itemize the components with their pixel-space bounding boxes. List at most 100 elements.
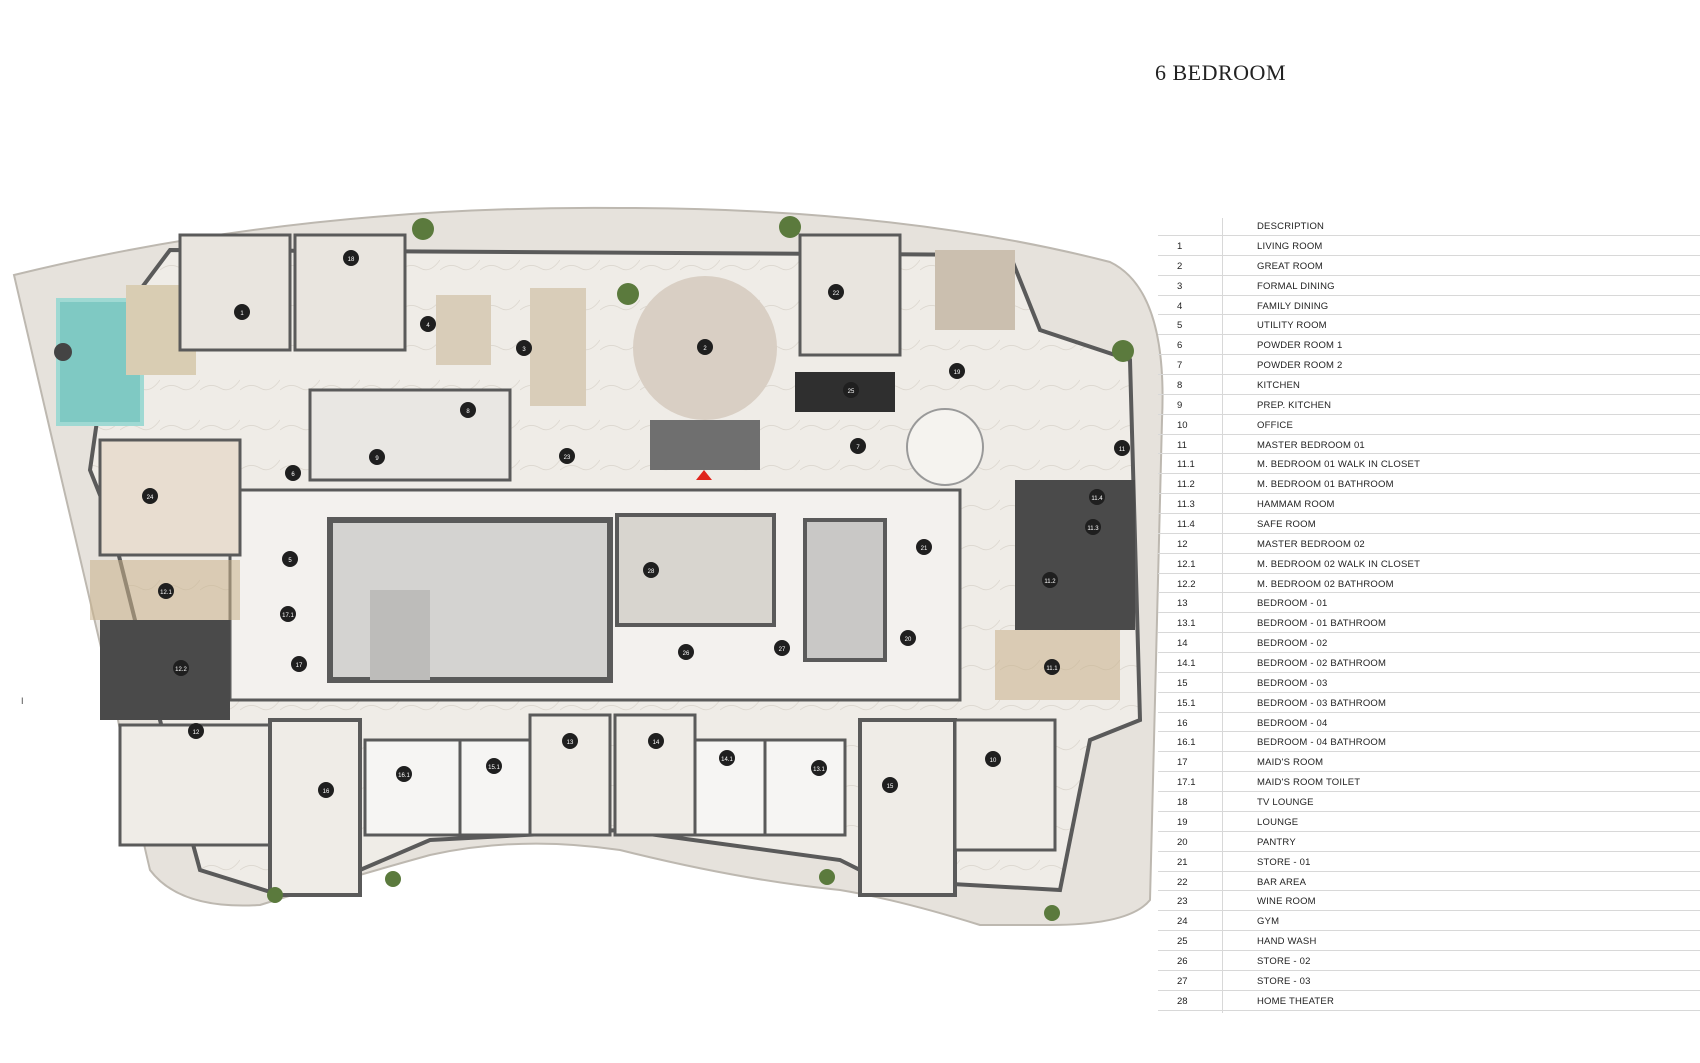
room-marker: 1: [234, 304, 250, 320]
bath-13-1: [763, 738, 847, 837]
svg-text:19: 19: [954, 370, 961, 376]
legend-label: M. BEDROOM 01 WALK IN CLOSET: [1257, 459, 1421, 471]
legend-number: 1: [1177, 241, 1183, 252]
room-marker: 23: [559, 448, 575, 464]
legend-label: BEDROOM - 01: [1257, 598, 1328, 610]
room-marker: 15.1: [486, 758, 502, 774]
legend-number: 16.1: [1177, 737, 1196, 749]
svg-text:11.2: 11.2: [1044, 579, 1056, 585]
legend-label: POWDER ROOM 1: [1257, 340, 1343, 352]
theater: [615, 513, 776, 627]
bar-area: [798, 233, 902, 357]
room-marker: 3: [516, 340, 532, 356]
foyer-disc: [906, 408, 984, 486]
page-title: 6 BEDROOM: [1155, 60, 1287, 85]
svg-text:4: 4: [426, 323, 430, 329]
svg-text:5: 5: [288, 558, 292, 564]
planter: [412, 218, 434, 240]
svg-text:23: 23: [564, 455, 571, 461]
svg-text:11.3: 11.3: [1087, 526, 1099, 532]
svg-text:14.1: 14.1: [721, 757, 733, 763]
legend-label: MAID'S ROOM: [1257, 757, 1324, 769]
legend-number: 6: [1177, 340, 1183, 352]
bath-12-2: [100, 620, 230, 720]
legend-label: BEDROOM - 02 BATHROOM: [1257, 658, 1387, 670]
svg-text:11.1: 11.1: [1046, 666, 1058, 672]
legend-label: FORMAL DINING: [1257, 280, 1335, 292]
svg-text:2: 2: [703, 346, 707, 352]
legend-number: 12.1: [1177, 558, 1196, 570]
legend-row: 3 FORMAL DINING: [1158, 276, 1700, 296]
legend-number: 19: [1177, 816, 1188, 828]
svg-text:18: 18: [348, 257, 355, 263]
room-marker: 8: [460, 402, 476, 418]
legend-label: PANTRY: [1257, 836, 1296, 848]
legend-label: GYM: [1257, 916, 1280, 928]
legend-row: 22 BAR AREA: [1158, 872, 1700, 892]
legend-divider: [1222, 218, 1223, 1013]
legend-number: 3: [1177, 280, 1183, 292]
legend-number: 11.3: [1177, 499, 1195, 511]
room-marker: 13: [562, 733, 578, 749]
legend-label: BEDROOM - 01 BATHROOM: [1257, 618, 1387, 630]
legend-number: 10: [1177, 419, 1188, 431]
svg-text:12.1: 12.1: [160, 590, 172, 596]
legend-label: BAR AREA: [1257, 876, 1307, 888]
room-marker: 26: [678, 644, 694, 660]
bedroom-15: [858, 718, 957, 897]
room-marker: 17: [291, 656, 307, 672]
legend-number: 28: [1177, 995, 1188, 1007]
room-marker: 24: [142, 488, 158, 504]
legend-label: MASTER BEDROOM 01: [1257, 439, 1365, 451]
legend-number: 9: [1177, 399, 1183, 411]
svg-text:14: 14: [653, 740, 660, 746]
room-marker: 13.1: [811, 760, 827, 776]
legend-row: 20 PANTRY: [1158, 832, 1700, 852]
svg-text:27: 27: [779, 647, 786, 653]
legend-label: POWDER ROOM 2: [1257, 360, 1343, 372]
room-marker: 28: [643, 562, 659, 578]
legend-label: BEDROOM - 02: [1257, 638, 1328, 650]
legend-number: 22: [1177, 876, 1188, 888]
planter: [819, 869, 835, 885]
kitchen: [308, 388, 512, 482]
stray-mark: I: [21, 696, 24, 706]
family-dining-rug: [436, 295, 491, 365]
legend-number: 18: [1177, 797, 1188, 809]
legend-number: 16: [1177, 717, 1188, 729]
legend-label: M. BEDROOM 02 WALK IN CLOSET: [1257, 558, 1421, 570]
room-marker: 11.1: [1044, 659, 1060, 675]
svg-text:13.1: 13.1: [813, 767, 825, 773]
legend-number: 20: [1177, 836, 1188, 848]
svg-text:1: 1: [240, 311, 244, 317]
legend-number: 26: [1177, 955, 1188, 967]
room-marker: 14: [648, 733, 664, 749]
legend-label: LOUNGE: [1257, 816, 1299, 828]
svg-text:3: 3: [522, 347, 526, 353]
legend-header: DESCRIPTION: [1158, 215, 1700, 236]
legend-label: M. BEDROOM 01 BATHROOM: [1257, 479, 1394, 491]
planter: [617, 283, 639, 305]
hand-wash: [650, 420, 760, 470]
legend-label: MASTER BEDROOM 02: [1257, 538, 1365, 550]
bedroom-12: [118, 723, 272, 847]
room-marker: 10: [985, 751, 1001, 767]
legend-number: 17.1: [1177, 777, 1196, 789]
room-marker: 20: [900, 630, 916, 646]
legend-label: KITCHEN: [1257, 380, 1301, 392]
legend-number: 11: [1177, 439, 1187, 451]
